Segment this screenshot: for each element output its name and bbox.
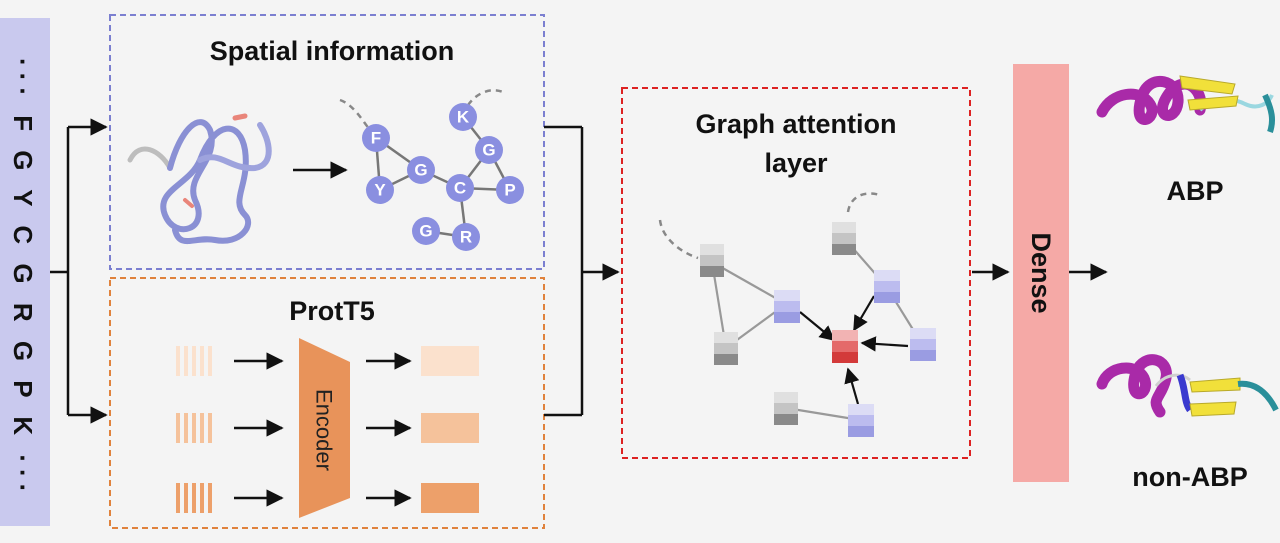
residue-label: P (504, 181, 515, 200)
residue-label: Y (374, 181, 386, 200)
non-abp-label: non-ABP (1132, 462, 1247, 492)
residue-node (446, 174, 474, 202)
residue-label: F (371, 129, 381, 148)
encoder-block (299, 338, 350, 518)
residue-node (366, 176, 394, 204)
abp-label: ABP (1166, 176, 1223, 206)
residue-node (475, 136, 503, 164)
residue-label: G (414, 161, 427, 180)
encoder-output-arrows (366, 352, 412, 507)
residue-label: C (454, 179, 466, 198)
residue-label: R (460, 228, 472, 247)
residue-node (407, 156, 435, 184)
purple-node (910, 328, 936, 361)
gray-node (714, 332, 738, 365)
gray-node (774, 392, 798, 425)
residue-graph: F Y G C G P K G R (339, 89, 524, 251)
gray-node (700, 244, 724, 277)
gat-title-line1: Graph attention (696, 109, 897, 139)
residue-node (452, 223, 480, 251)
gat-panel: Graph attention layer (621, 87, 971, 459)
residue-label: G (419, 222, 432, 241)
residue-node (496, 176, 524, 204)
sequence-split-arrows (50, 118, 108, 424)
merge-arrows (544, 125, 620, 417)
sequence-bar: ··· F G Y C G R G P K ··· (0, 18, 50, 526)
residue-node (449, 103, 477, 131)
non-abp-peptide-icon (1096, 354, 1279, 418)
residue-label: G (482, 141, 495, 160)
residue-label: K (457, 108, 470, 127)
protein-structure-icon (127, 113, 272, 244)
spatial-panel: Spatial information (109, 14, 545, 270)
encoder-label: Encoder (312, 389, 337, 471)
target-node (832, 330, 858, 363)
residue-node (362, 124, 390, 152)
gat-title-line2: layer (764, 148, 828, 178)
purple-node (874, 270, 900, 303)
input-embedding-stripes (176, 346, 212, 513)
output-embeddings (421, 346, 479, 513)
prott5-panel: ProtT5 Encoder (109, 277, 545, 529)
attention-graph (658, 192, 936, 437)
sequence-text: ··· F G Y C G R G P K ··· (8, 58, 38, 498)
gray-node (832, 222, 856, 255)
prott5-title: ProtT5 (289, 296, 375, 326)
abp-peptide-icon (1096, 75, 1276, 133)
purple-node (848, 404, 874, 437)
encoder-input-arrows (234, 352, 284, 507)
spatial-title: Spatial information (210, 36, 455, 66)
purple-node (774, 290, 800, 323)
residue-node (412, 217, 440, 245)
dense-label: Dense (1026, 232, 1056, 313)
dense-block: Dense (1013, 64, 1069, 482)
